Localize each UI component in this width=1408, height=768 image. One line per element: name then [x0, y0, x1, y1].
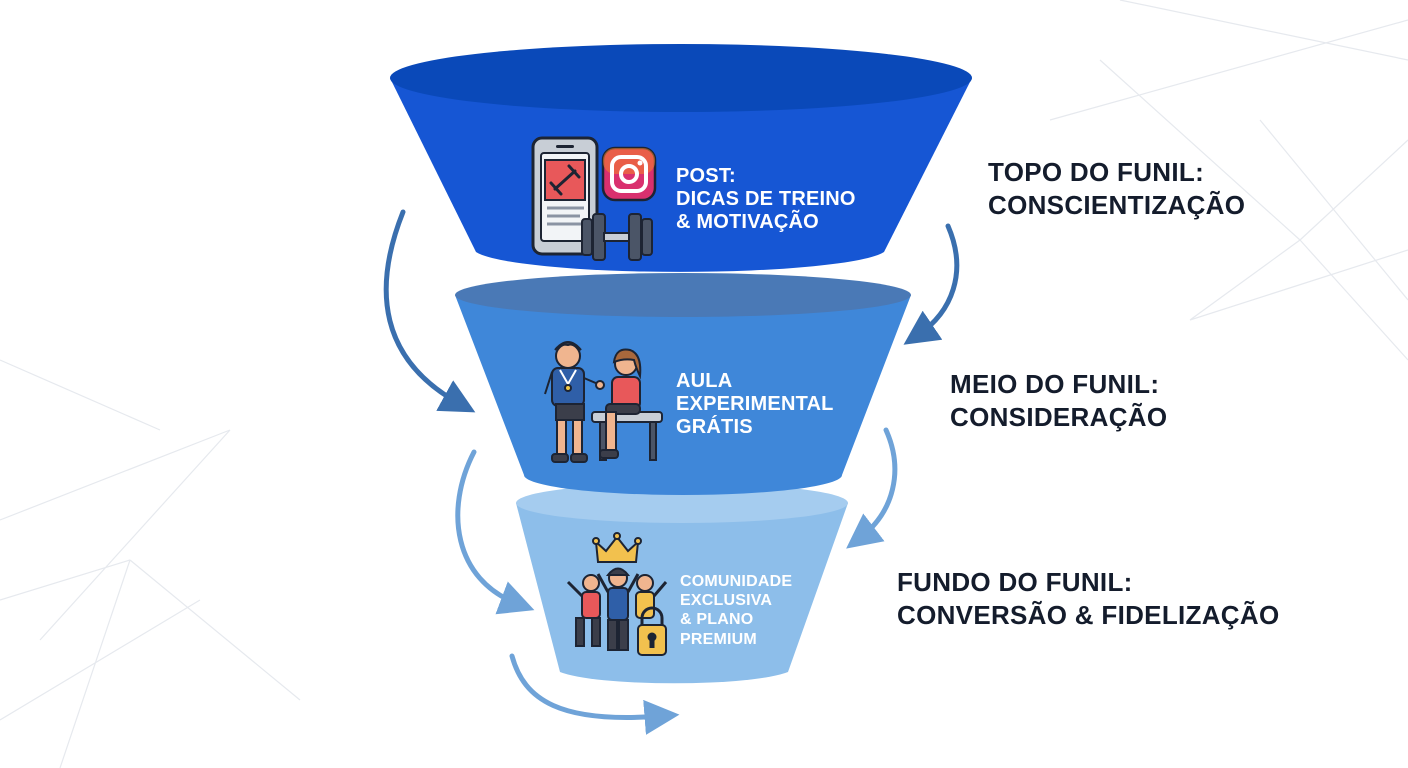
- stage-1-label: POST: DICAS DE TREINO & MOTIVAÇÃO: [676, 165, 856, 234]
- stage-3-side-title: FUNDO DO FUNIL:: [897, 567, 1133, 597]
- stage-3-label-line-3: & PLANO: [680, 611, 754, 629]
- stage-3-label-line-1: COMUNIDADE: [680, 573, 793, 590]
- stage-1-side-subtitle: CONSCIENTIZAÇÃO: [988, 190, 1246, 221]
- stage-1-label-line-1: POST:: [676, 165, 736, 187]
- stage-2-label-line-2: EXPERIMENTAL: [676, 393, 834, 415]
- stage-1-side-title: TOPO DO FUNIL:: [988, 157, 1205, 187]
- stage-2-side-subtitle: CONSIDERAÇÃO: [950, 402, 1168, 433]
- stage-2-label-line-3: GRÁTIS: [676, 416, 753, 438]
- arrow-bottom: [509, 653, 680, 735]
- phone-dumbbell-instagram-icon: [531, 136, 657, 261]
- funnel-stage-top: [390, 44, 972, 272]
- flow-arrows: [383, 209, 960, 735]
- trainer-client-icon: [544, 341, 663, 463]
- stage-1-label-line-3: & MOTIVAÇÃO: [676, 211, 819, 233]
- stage-2-label: AULA EXPERIMENTAL GRÁTIS: [676, 370, 834, 439]
- arrow-right-1: [903, 223, 960, 345]
- arrow-left-2: [455, 449, 535, 615]
- arrow-right-2: [846, 427, 898, 549]
- stage-3-side-label: FUNDO DO FUNIL: CONVERSÃO & FIDELIZAÇÃO: [897, 566, 1279, 632]
- stage-3-label-line-2: EXCLUSIVA: [680, 592, 773, 610]
- arrow-left-1: [383, 209, 476, 413]
- stage-2-side-label: MEIO DO FUNIL: CONSIDERAÇÃO: [950, 368, 1167, 434]
- stage-1-label-line-2: DICAS DE TREINO: [676, 188, 856, 210]
- community-crown-lock-icon: [566, 532, 668, 656]
- stage-3-side-subtitle: CONVERSÃO & FIDELIZAÇÃO: [897, 600, 1280, 631]
- stage-3-label-line-4: PREMIUM: [680, 630, 757, 648]
- stage-2-label-line-1: AULA: [676, 370, 733, 392]
- stage-2-side-title: MEIO DO FUNIL:: [950, 369, 1160, 399]
- stage-3-label: COMUNIDADE EXCLUSIVA & PLANO PREMIUM: [680, 572, 792, 649]
- stage-1-side-label: TOPO DO FUNIL: CONSCIENTIZAÇÃO: [988, 156, 1245, 222]
